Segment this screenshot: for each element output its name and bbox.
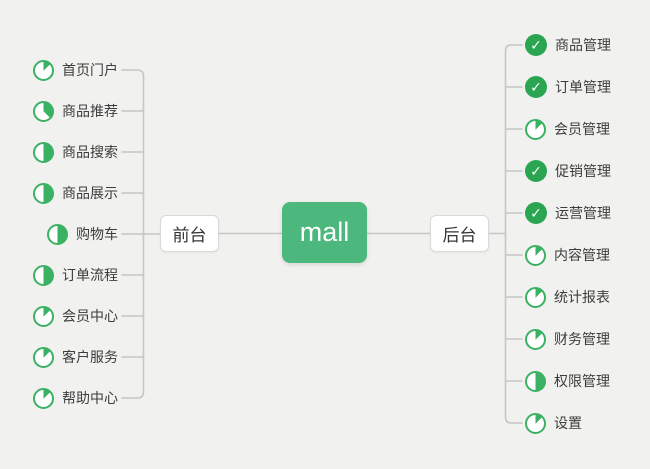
progress-icon bbox=[525, 370, 546, 392]
leaf-node-member-center[interactable]: 会员中心 bbox=[33, 304, 118, 328]
branch-node-backend[interactable]: 后台 bbox=[430, 215, 489, 252]
leaf-node-label: 内容管理 bbox=[554, 247, 610, 263]
check-icon bbox=[525, 160, 547, 182]
leaf-node-product-search[interactable]: 商品搜索 bbox=[33, 140, 118, 164]
leaf-node-help-center[interactable]: 帮助中心 bbox=[33, 386, 118, 410]
leaf-node-label: 商品搜索 bbox=[62, 144, 118, 160]
leaf-node-shopping-cart[interactable]: 购物车 bbox=[47, 222, 118, 246]
leaf-node-label: 订单管理 bbox=[555, 79, 611, 95]
progress-icon bbox=[33, 141, 54, 163]
leaf-node-label: 运营管理 bbox=[555, 205, 611, 221]
leaf-node-label: 订单流程 bbox=[62, 267, 118, 283]
progress-icon bbox=[33, 264, 54, 286]
branch-node-label: 前台 bbox=[172, 226, 207, 245]
leaf-node-label: 设置 bbox=[554, 415, 582, 431]
progress-icon bbox=[33, 305, 54, 327]
progress-icon bbox=[47, 223, 68, 245]
leaf-node-promotion-manage[interactable]: 促销管理 bbox=[525, 159, 611, 183]
progress-icon bbox=[33, 59, 54, 81]
leaf-node-order-flow[interactable]: 订单流程 bbox=[33, 263, 118, 287]
check-icon bbox=[525, 34, 547, 56]
leaf-node-content-manage[interactable]: 内容管理 bbox=[525, 243, 610, 267]
leaf-node-permission-manage[interactable]: 权限管理 bbox=[525, 369, 610, 393]
progress-icon bbox=[525, 286, 546, 308]
check-icon bbox=[525, 76, 547, 98]
leaf-node-label: 购物车 bbox=[76, 226, 118, 242]
leaf-node-product-display[interactable]: 商品展示 bbox=[33, 181, 118, 205]
leaf-node-label: 财务管理 bbox=[554, 331, 610, 347]
leaf-node-customer-service[interactable]: 客户服务 bbox=[33, 345, 118, 369]
progress-icon bbox=[525, 412, 546, 434]
leaf-node-operation-manage[interactable]: 运营管理 bbox=[525, 201, 611, 225]
leaf-node-label: 客户服务 bbox=[62, 349, 118, 365]
leaf-node-settings[interactable]: 设置 bbox=[525, 411, 582, 435]
leaf-node-label: 统计报表 bbox=[554, 289, 610, 305]
root-node-mall[interactable]: mall bbox=[282, 202, 367, 263]
leaf-node-statistics-report[interactable]: 统计报表 bbox=[525, 285, 610, 309]
leaf-node-member-manage[interactable]: 会员管理 bbox=[525, 117, 610, 141]
progress-icon bbox=[33, 387, 54, 409]
progress-icon bbox=[525, 328, 546, 350]
progress-icon bbox=[525, 118, 546, 140]
leaf-node-label: 帮助中心 bbox=[62, 390, 118, 406]
check-icon bbox=[525, 202, 547, 224]
branch-node-label: 后台 bbox=[442, 226, 477, 245]
leaf-node-label: 促销管理 bbox=[555, 163, 611, 179]
branch-node-frontend[interactable]: 前台 bbox=[160, 215, 219, 252]
progress-icon bbox=[525, 244, 546, 266]
leaf-node-label: 商品推荐 bbox=[62, 103, 118, 119]
leaf-node-label: 商品展示 bbox=[62, 185, 118, 201]
leaf-node-finance-manage[interactable]: 财务管理 bbox=[525, 327, 610, 351]
leaf-node-label: 权限管理 bbox=[554, 373, 610, 389]
root-node-label: mall bbox=[299, 217, 350, 247]
leaf-node-product-manage[interactable]: 商品管理 bbox=[525, 33, 611, 57]
leaf-node-product-recommend[interactable]: 商品推荐 bbox=[33, 99, 118, 123]
leaf-node-home-portal[interactable]: 首页门户 bbox=[33, 58, 118, 82]
progress-icon bbox=[33, 182, 54, 204]
leaf-node-label: 会员中心 bbox=[62, 308, 118, 324]
leaf-node-order-manage[interactable]: 订单管理 bbox=[525, 75, 611, 99]
progress-icon bbox=[33, 346, 54, 368]
progress-icon bbox=[33, 100, 54, 122]
leaf-node-label: 会员管理 bbox=[554, 121, 610, 137]
leaf-node-label: 商品管理 bbox=[555, 37, 611, 53]
leaf-node-label: 首页门户 bbox=[62, 62, 118, 78]
